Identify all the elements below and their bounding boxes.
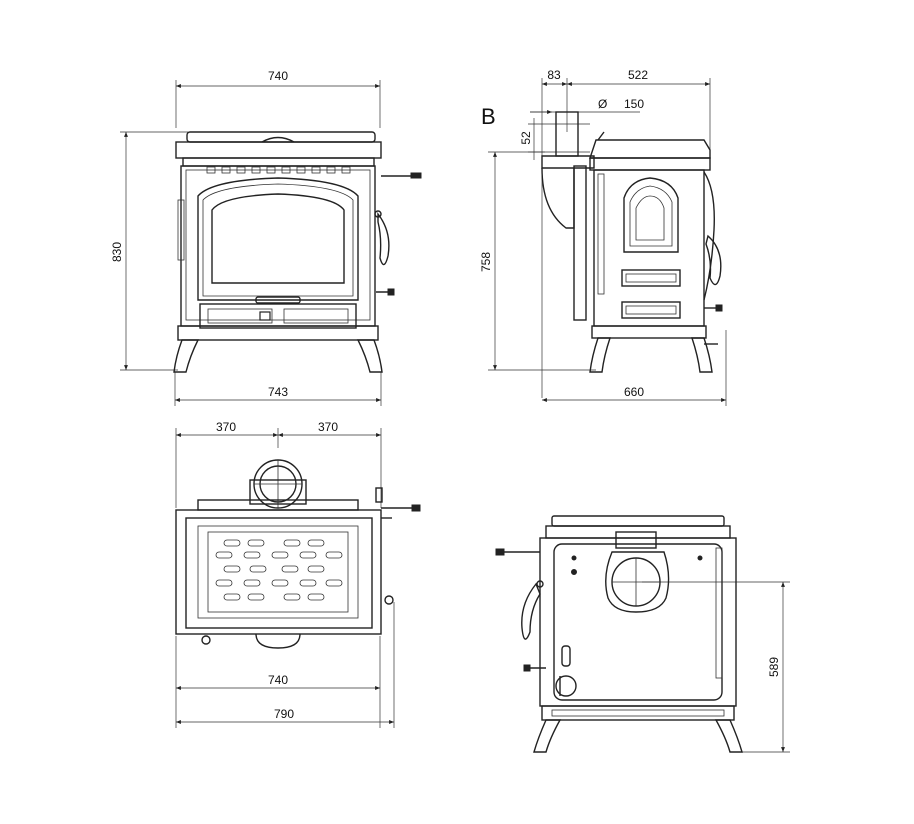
top-width-overall-label: 790 — [274, 707, 294, 721]
side-depth-top-label: 522 — [628, 68, 648, 82]
rear-outlet-height-label: 589 — [767, 657, 781, 677]
side-offset-label: 83 — [547, 68, 561, 82]
rear-stove-body — [495, 515, 743, 753]
side-view: B 83 522 Ø 150 52 758 660 — [479, 68, 727, 406]
front-view: 740 830 743 — [110, 69, 422, 406]
front-width-bottom-label: 743 — [268, 385, 288, 399]
side-depth-bottom-label: 660 — [624, 385, 644, 399]
top-width-inner-label: 740 — [268, 673, 288, 687]
flue-diameter-label: 150 — [624, 97, 644, 111]
top-view: 370 370 740 790 — [175, 420, 421, 728]
side-height-label: 758 — [479, 252, 493, 272]
side-view-label: B — [481, 104, 496, 129]
flue-gap-label: 52 — [519, 131, 533, 145]
front-stove-body — [173, 131, 422, 373]
front-width-top-label: 740 — [268, 69, 288, 83]
top-half-right-label: 370 — [318, 420, 338, 434]
top-half-left-label: 370 — [216, 420, 236, 434]
rear-view: 589 — [495, 515, 790, 753]
flue-diameter-symbol: Ø — [598, 97, 607, 111]
top-stove-body — [175, 459, 421, 649]
side-stove-body — [541, 111, 723, 373]
front-height-label: 830 — [110, 242, 124, 262]
